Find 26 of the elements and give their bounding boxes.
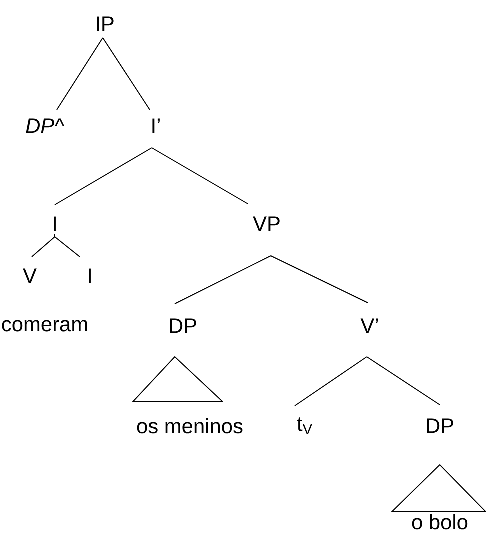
branch-line (54, 236, 80, 258)
tree-label: t$_{V}$ (297, 418, 312, 434)
tree-label: I’ (152, 118, 160, 134)
tree-label: V’ (360, 318, 378, 334)
tree-label: DP (427, 418, 454, 434)
tree-label: comeram (2, 320, 88, 332)
tree-label: os meninos (137, 418, 243, 434)
branch-line (294, 356, 368, 406)
branch-line (270, 256, 368, 304)
tree-label: DP (170, 318, 196, 334)
tree-label: o bolo (412, 514, 468, 530)
tree-label: I (54, 216, 56, 232)
tree-label: IP (97, 16, 114, 32)
tree-label: I (89, 268, 91, 284)
triangle (392, 464, 486, 512)
branch-line (102, 38, 150, 110)
branch-line (174, 256, 272, 304)
tree-label: DP^ (26, 118, 65, 134)
triangle (132, 356, 224, 402)
tree-label: VP (253, 216, 280, 232)
branch-line (54, 148, 152, 206)
branch-line (32, 234, 56, 258)
branch-line (56, 38, 104, 110)
branch-line (366, 356, 440, 406)
tree-label: V (23, 268, 37, 284)
branch-line (152, 148, 248, 204)
